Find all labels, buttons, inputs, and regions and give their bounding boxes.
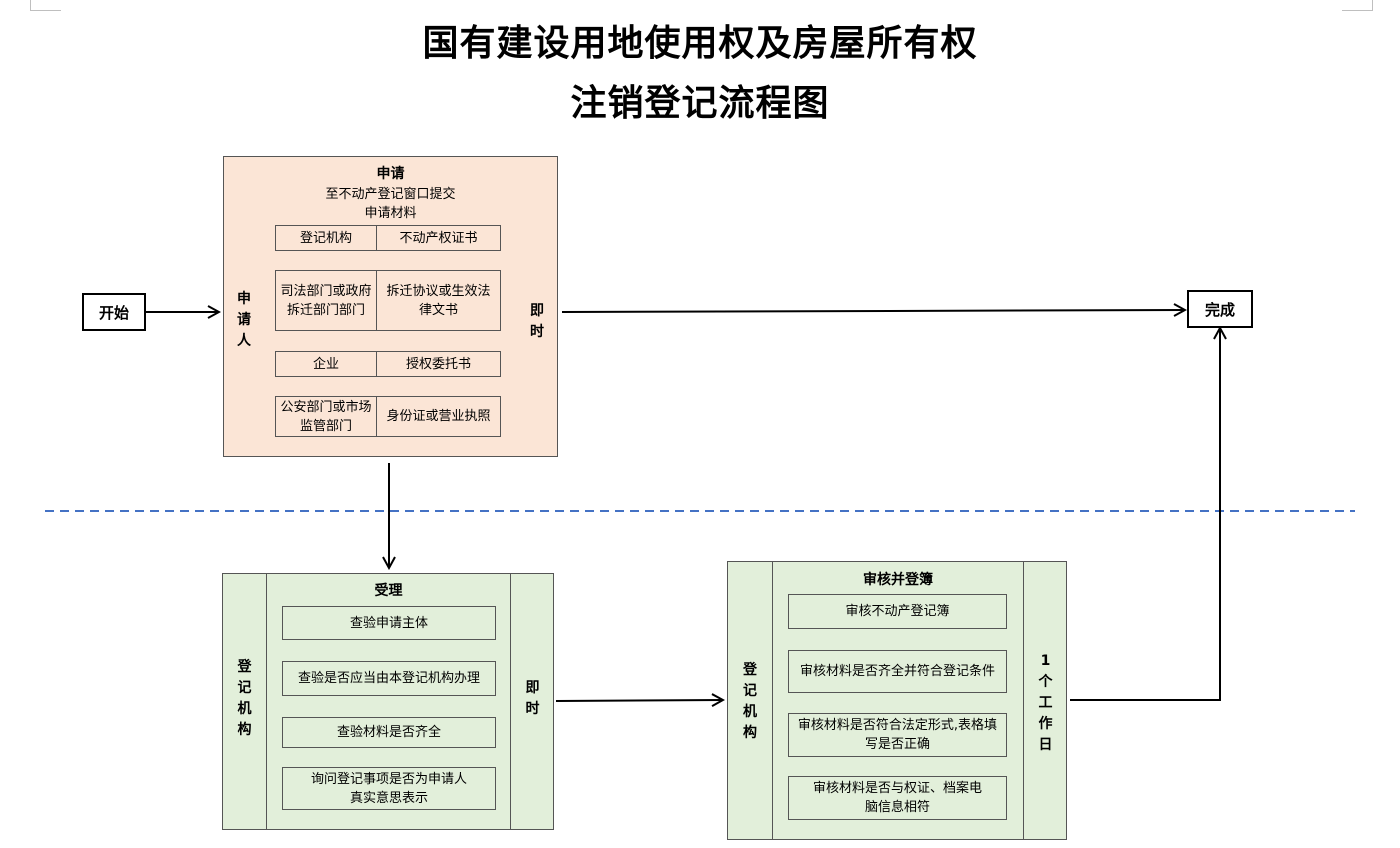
apply-desc-line-1: 至不动产登记窗口提交: [325, 187, 456, 202]
accept-step: 查验是否应当由本登记机构办理: [282, 661, 496, 696]
accept-side-char: 登: [237, 659, 252, 675]
corner-mark-left: [30, 0, 61, 11]
accept-time-char: 时: [525, 701, 540, 717]
material-doc-cell: 拆迁协议或生效法律文书: [376, 270, 501, 331]
apply-side-label-applicant: 申 请 人: [230, 285, 258, 355]
accept-header: 受理: [374, 583, 403, 599]
review-step: 审核材料是否齐全并符合登记条件: [788, 650, 1007, 693]
arrow-accept-to-review: [555, 700, 723, 701]
review-side-char: 记: [743, 683, 757, 699]
accept-step: 查验材料是否齐全: [282, 717, 496, 748]
review-side-char: 机: [743, 704, 757, 720]
accept-time-char: 即: [525, 680, 540, 696]
review-side-char: 构: [743, 725, 757, 741]
accept-right-divider: [510, 574, 511, 829]
title-line-1: 国有建设用地使用权及房屋所有权: [422, 22, 978, 64]
accept-box: 登 记 机 构 即 时 受理 查验申请主体 查验是否应当由本登记机构办理 查验材…: [222, 573, 554, 830]
apply-side-char: 申: [237, 290, 251, 307]
material-doc-cell: 身份证或营业执照: [376, 396, 501, 437]
accept-left-divider: [266, 574, 267, 829]
review-side-label-agency: 登 记 机 构: [728, 657, 772, 747]
accept-side-label-agency: 登 记 机 构: [223, 654, 266, 744]
accept-side-label-immediate: 即 时: [511, 677, 554, 721]
accept-side-char: 机: [237, 701, 252, 717]
apply-desc-line-2: 申请材料: [364, 206, 417, 221]
accept-step: 询问登记事项是否为申请人真实意思表示: [282, 767, 496, 810]
review-header: 审核并登簿: [863, 572, 933, 588]
review-step: 审核材料是否与权证、档案电脑信息相符: [788, 776, 1007, 820]
review-time-char: 作: [1038, 715, 1053, 732]
apply-box: 申请 至不动产登记窗口提交 申请材料 申 请 人 即 时 登记机构 不动产权证书…: [223, 156, 558, 457]
material-party-cell: 公安部门或市场监管部门: [275, 396, 377, 437]
title-line-2: 注销登记流程图: [570, 82, 830, 124]
review-side-char: 登: [743, 662, 757, 678]
review-time-char: 个: [1038, 673, 1053, 690]
review-right-divider: [1023, 562, 1024, 839]
review-time-char: 工: [1038, 694, 1053, 711]
review-side-label-one-workday: 1 个 工 作 日: [1024, 650, 1067, 756]
apply-header: 申请: [376, 166, 405, 182]
apply-side-label-immediate: 即 时: [523, 297, 551, 347]
review-step: 审核不动产登记簿: [788, 594, 1007, 629]
accept-side-char: 记: [237, 680, 252, 696]
apply-time-char: 时: [530, 324, 544, 340]
arrow-review-to-finish: [1070, 328, 1220, 701]
apply-side-char: 请: [237, 311, 251, 328]
apply-side-char: 人: [237, 332, 251, 349]
review-step: 审核材料是否符合法定形式,表格填写是否正确: [788, 713, 1007, 757]
arrow-apply-to-finish: [561, 310, 1185, 312]
accept-side-char: 构: [237, 722, 252, 738]
review-time-char: 1: [1040, 652, 1051, 669]
review-box: 登 记 机 构 1 个 工 作 日 审核并登簿 审核不动产登记簿 审核材料是否齐…: [727, 561, 1067, 840]
apply-time-char: 即: [530, 303, 544, 319]
review-left-divider: [772, 562, 773, 839]
material-doc-cell: 授权委托书: [376, 351, 501, 377]
review-time-char: 日: [1038, 736, 1053, 753]
corner-mark-right: [1342, 0, 1373, 11]
start-node: 开始: [82, 293, 146, 331]
material-party-cell: 企业: [275, 351, 377, 377]
material-party-cell: 登记机构: [275, 225, 377, 251]
material-party-cell: 司法部门或政府拆迁部门部门: [275, 270, 377, 331]
finish-node: 完成: [1187, 290, 1253, 328]
material-doc-cell: 不动产权证书: [376, 225, 501, 251]
accept-step: 查验申请主体: [282, 606, 496, 640]
